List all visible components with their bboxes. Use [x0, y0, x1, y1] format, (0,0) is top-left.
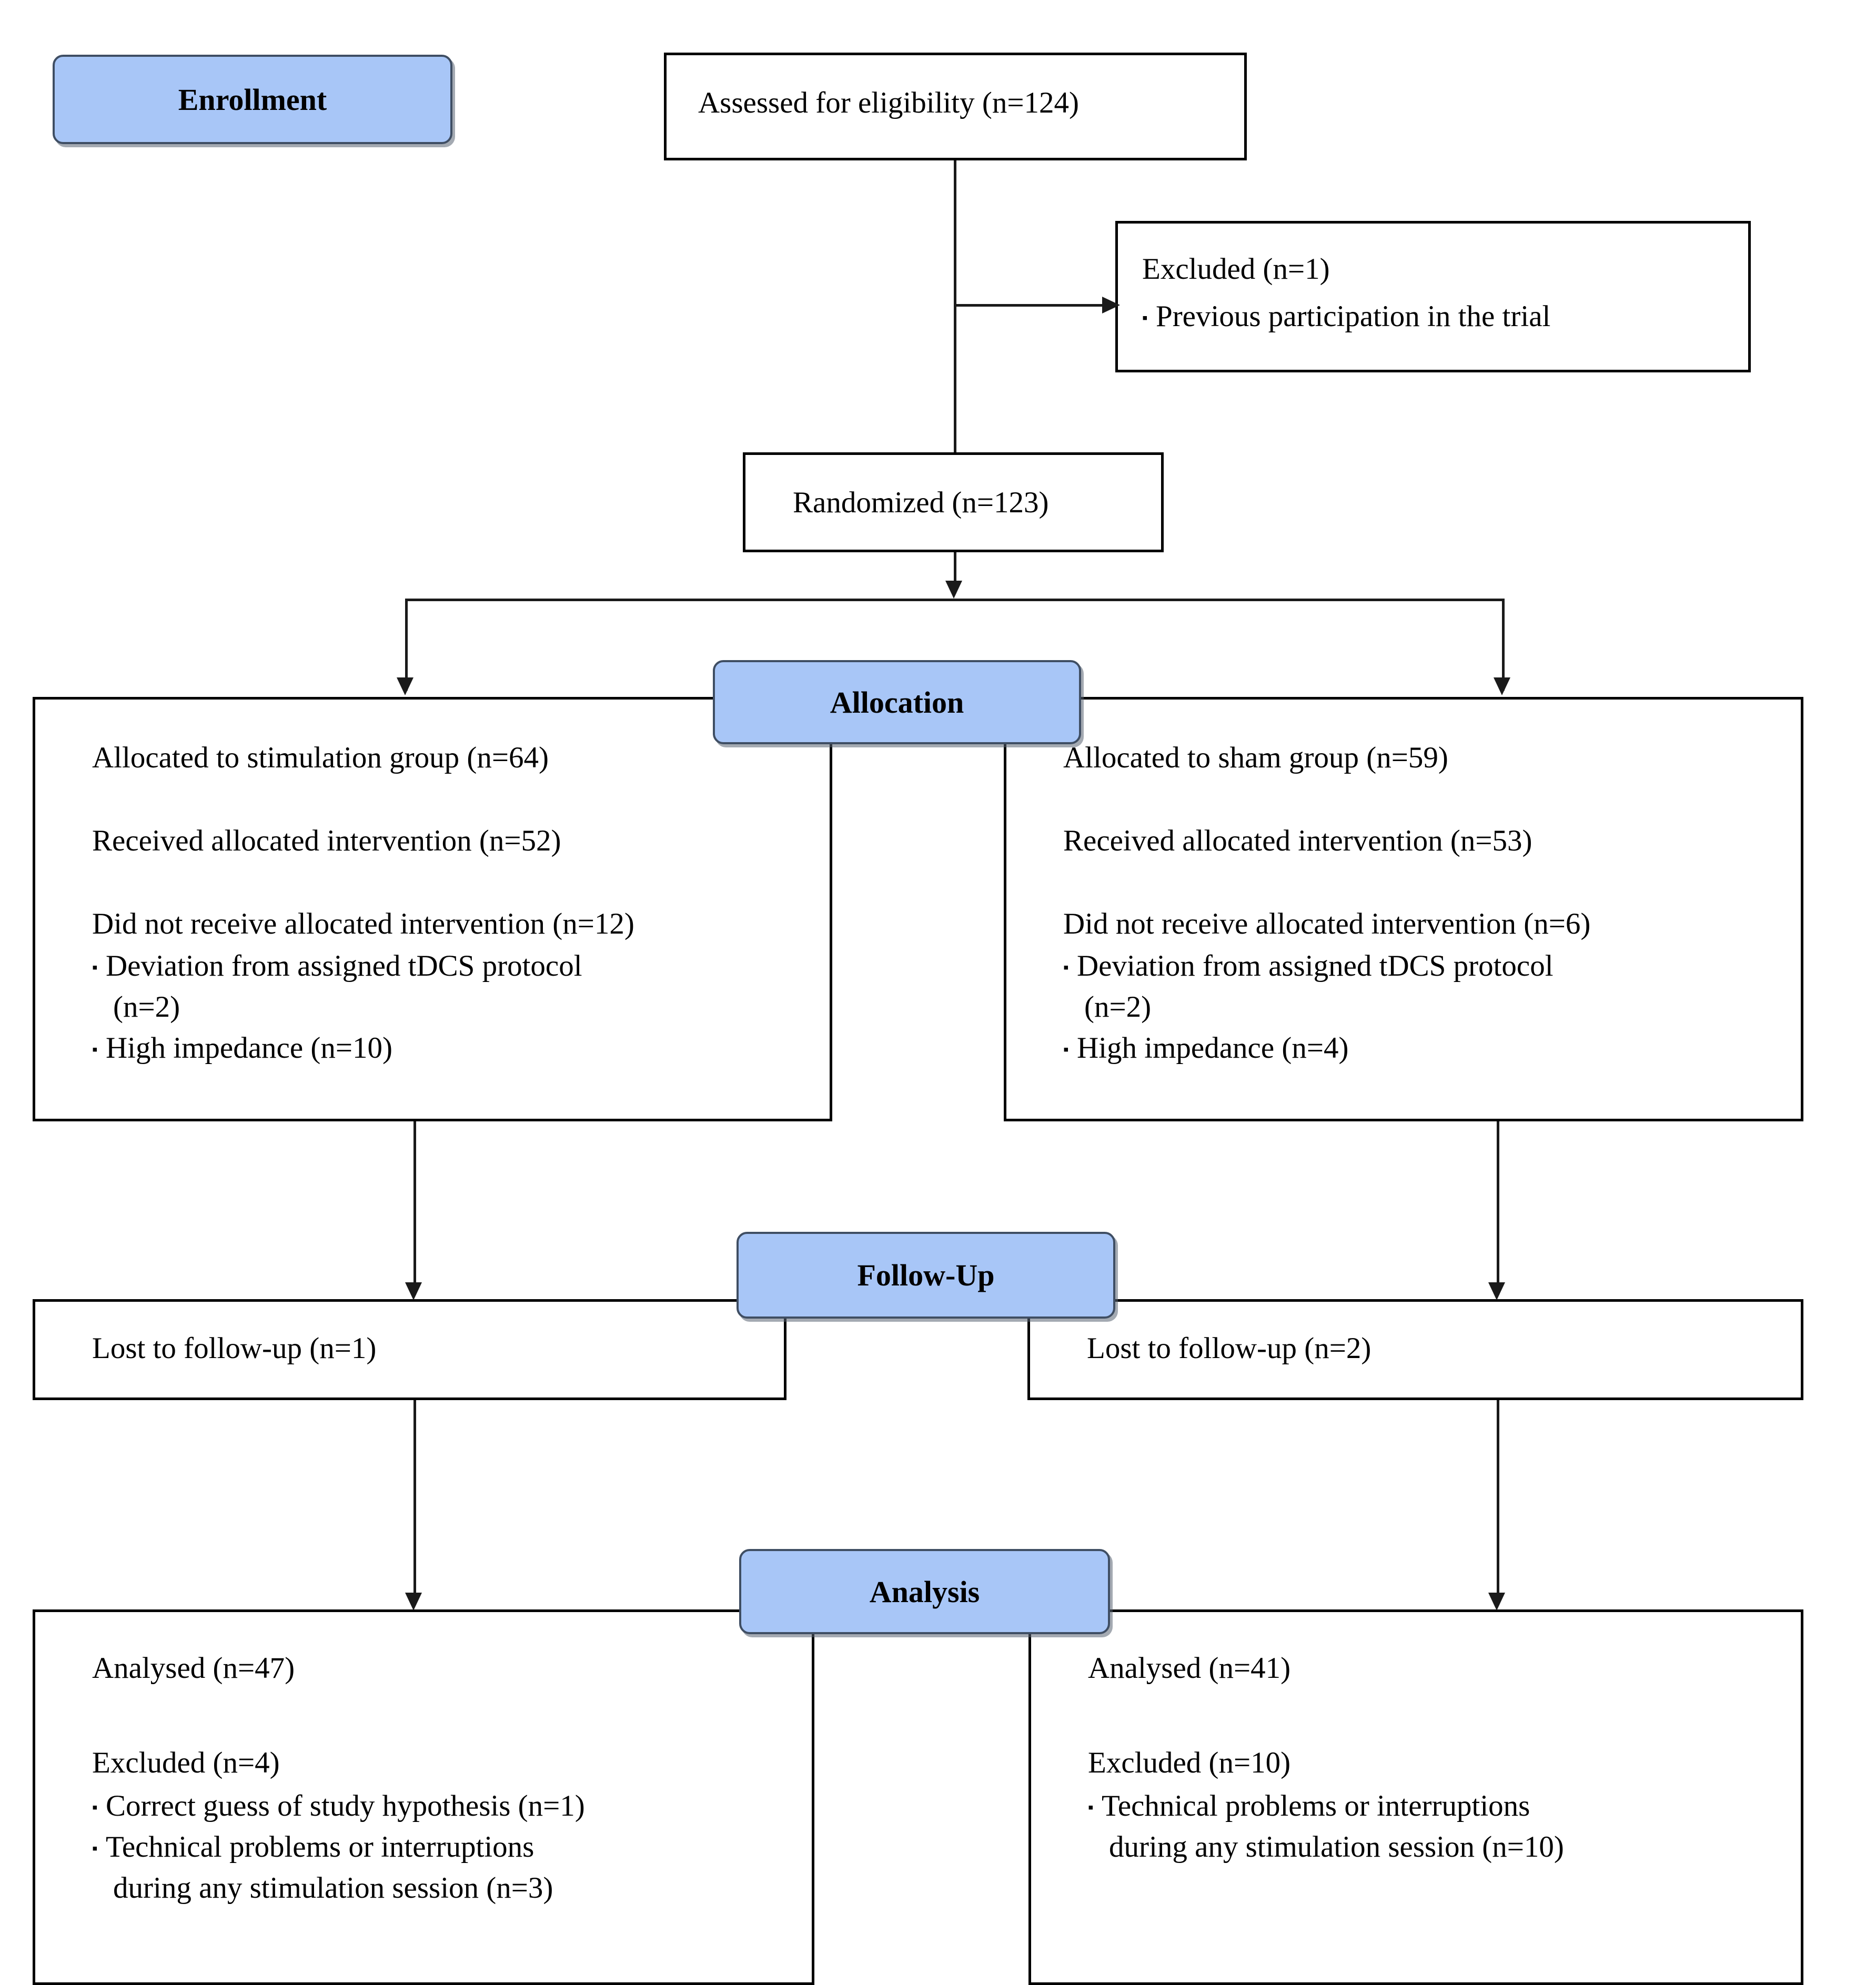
alloc-right-reason-0-line1: Deviation from assigned tDCS protocol — [1063, 951, 1554, 981]
arrow-followup-right — [1488, 1282, 1505, 1300]
assessed-text: Assessed for eligibility (n=124) — [698, 86, 1079, 119]
alloc-left-received: Received allocated intervention (n=52) — [92, 824, 561, 857]
bullet-icon — [92, 1832, 106, 1862]
arrow-to-excluded — [1102, 297, 1120, 313]
bullet-icon — [1088, 1791, 1102, 1821]
stage-badge-analysis: Analysis — [739, 1549, 1110, 1634]
analysis-left-excluded-title: Excluded (n=4) — [92, 1746, 280, 1779]
connector-randomized-down — [954, 552, 956, 593]
arrow-analysis-right — [1488, 1593, 1505, 1611]
box-randomized: Randomized (n=123) — [743, 452, 1164, 552]
arrow-alloc-left — [397, 677, 413, 695]
bullet-icon — [1063, 1033, 1077, 1063]
box-analysis-right: Analysed (n=41) Excluded (n=10) Technica… — [1028, 1609, 1803, 1985]
bullet-icon — [92, 1033, 106, 1063]
alloc-left-reason-0-line1: Deviation from assigned tDCS protocol — [92, 951, 582, 981]
arrow-analysis-left — [405, 1593, 422, 1611]
randomized-text: Randomized (n=123) — [793, 486, 1049, 519]
box-excluded-enrollment: Excluded (n=1) Previous participation in… — [1115, 221, 1751, 372]
stage-badge-enrollment-label: Enrollment — [178, 82, 327, 117]
stage-badge-enrollment: Enrollment — [53, 55, 452, 144]
analysis-left-analysed: Analysed (n=47) — [92, 1652, 295, 1685]
analysis-right-excluded-title: Excluded (n=10) — [1088, 1746, 1291, 1779]
arrow-followup-left — [405, 1282, 422, 1300]
stage-badge-followup-label: Follow-Up — [857, 1258, 995, 1292]
box-assessed-for-eligibility: Assessed for eligibility (n=124) — [664, 53, 1247, 160]
box-allocation-right: Allocated to sham group (n=59) Received … — [1004, 697, 1803, 1121]
analysis-right-analysed: Analysed (n=41) — [1088, 1652, 1291, 1685]
alloc-left-reason-0-line2: (n=2) — [113, 990, 180, 1024]
box-followup-right: Lost to follow-up (n=2) — [1027, 1299, 1803, 1400]
bullet-icon — [1063, 951, 1077, 981]
analysis-left-reason-0-line1: Correct guess of study hypothesis (n=1) — [92, 1791, 585, 1821]
box-analysis-left: Analysed (n=47) Excluded (n=4) Correct g… — [33, 1609, 814, 1985]
analysis-right-reason-0-line1: Technical problems or interruptions — [1088, 1791, 1530, 1821]
alloc-right-reason-1-line1: High impedance (n=4) — [1063, 1033, 1348, 1063]
analysis-left-reason-1-line1: Technical problems or interruptions — [92, 1832, 534, 1862]
bullet-icon — [1142, 301, 1156, 331]
box-followup-left: Lost to follow-up (n=1) — [33, 1299, 786, 1400]
alloc-left-not-received: Did not receive allocated intervention (… — [92, 907, 634, 940]
alloc-right-allocated: Allocated to sham group (n=59) — [1063, 741, 1448, 774]
analysis-left-reason-1-line2: during any stimulation session (n=3) — [113, 1871, 553, 1905]
connector-split-right-down — [1502, 599, 1505, 691]
followup-right-lost: Lost to follow-up (n=2) — [1087, 1332, 1371, 1365]
excluded-reason-0: Previous participation in the trial — [1142, 301, 1550, 331]
connector-to-excluded — [954, 304, 1106, 307]
excluded-title: Excluded (n=1) — [1142, 252, 1330, 286]
stage-badge-allocation-label: Allocation — [830, 685, 964, 720]
connector-followup-right-to-analysis — [1497, 1400, 1499, 1605]
alloc-left-allocated: Allocated to stimulation group (n=64) — [92, 741, 549, 774]
box-allocation-left: Allocated to stimulation group (n=64) Re… — [33, 697, 832, 1121]
alloc-left-reason-1-line1: High impedance (n=10) — [92, 1033, 392, 1063]
stage-badge-analysis-label: Analysis — [869, 1574, 980, 1609]
stage-badge-allocation: Allocation — [713, 660, 1081, 744]
analysis-right-reason-0-line2: during any stimulation session (n=10) — [1109, 1830, 1564, 1864]
arrow-alloc-right — [1494, 677, 1510, 695]
connector-alloc-right-to-followup — [1497, 1121, 1499, 1295]
bullet-icon — [92, 1791, 106, 1821]
stage-badge-followup: Follow-Up — [737, 1232, 1115, 1319]
alloc-right-reason-0-line2: (n=2) — [1084, 990, 1152, 1024]
connector-followup-left-to-analysis — [413, 1400, 416, 1605]
alloc-right-not-received: Did not receive allocated intervention (… — [1063, 907, 1591, 940]
alloc-right-received: Received allocated intervention (n=53) — [1063, 824, 1532, 857]
connector-alloc-left-to-followup — [413, 1121, 416, 1295]
followup-left-lost: Lost to follow-up (n=1) — [92, 1332, 377, 1365]
connector-split-left-down — [405, 599, 408, 691]
arrow-randomized-down — [945, 581, 962, 599]
bullet-icon — [92, 951, 106, 981]
connector-split-bar — [405, 599, 1505, 601]
